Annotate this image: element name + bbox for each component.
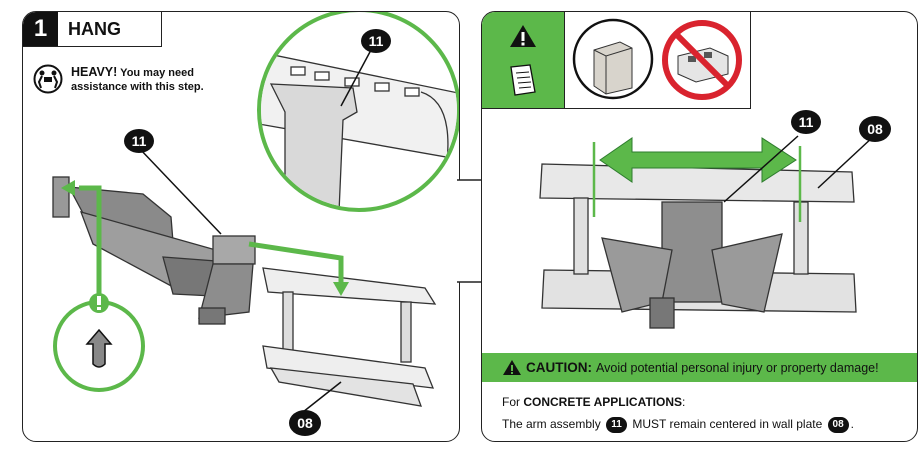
concrete-prefix: For bbox=[502, 395, 520, 409]
heavy-line1: You may need bbox=[120, 66, 194, 79]
wall-type-box bbox=[564, 12, 751, 109]
step-number: 1 bbox=[23, 12, 58, 46]
concrete-instructions: For CONCRETE APPLICATIONS: The arm assem… bbox=[502, 391, 854, 435]
alert-dot-icon bbox=[89, 293, 109, 313]
warning-icon bbox=[503, 360, 521, 375]
part-badge-plate-right: 08 bbox=[859, 116, 891, 142]
inline-badge-plate: 08 bbox=[827, 416, 849, 433]
part-badge-arm-right: 11 bbox=[791, 110, 821, 134]
caution-banner: CAUTION: Avoid potential personal injury… bbox=[482, 353, 917, 382]
concrete-suffix: : bbox=[682, 395, 686, 409]
up-arrow-icon bbox=[85, 328, 113, 368]
document-icon bbox=[510, 64, 536, 96]
concrete-line-a: The arm assembly bbox=[502, 417, 601, 431]
part-badge-arm-zoom: 11 bbox=[361, 29, 391, 53]
heavy-bold: HEAVY! bbox=[71, 64, 118, 79]
step-header: 1 HANG bbox=[23, 12, 162, 47]
heavy-line2: assistance with this step. bbox=[71, 80, 204, 93]
concrete-line-end: . bbox=[850, 417, 854, 431]
no-cinderblock-icon bbox=[662, 20, 742, 100]
hang-illustration bbox=[52, 12, 459, 413]
step-title: HANG bbox=[68, 18, 121, 39]
inline-badge-arm: 11 bbox=[606, 416, 628, 433]
warning-icon bbox=[510, 25, 536, 47]
heavy-notice: HEAVY! You may need assistance with this… bbox=[33, 64, 204, 94]
step-panel-concrete: 11 08 CAUTION: Avoid potential personal … bbox=[481, 11, 918, 442]
part-badge-plate: 08 bbox=[289, 410, 321, 436]
step-panel-hang: 1 HANG HEAVY! You may need assistance wi… bbox=[22, 11, 460, 442]
two-person-lift-icon bbox=[33, 64, 63, 94]
centered-plate-illustration bbox=[539, 135, 875, 329]
concrete-bold: CONCRETE APPLICATIONS bbox=[523, 395, 683, 409]
concrete-line-b: MUST remain centered in wall plate bbox=[632, 417, 823, 431]
heavy-text: HEAVY! You may need assistance with this… bbox=[71, 65, 204, 94]
wood-stud-icon bbox=[572, 18, 654, 100]
warning-box bbox=[482, 12, 565, 109]
caution-text: Avoid potential personal injury or prope… bbox=[596, 360, 879, 375]
part-badge-arm: 11 bbox=[124, 129, 154, 153]
caution-label: CAUTION: bbox=[526, 360, 592, 375]
